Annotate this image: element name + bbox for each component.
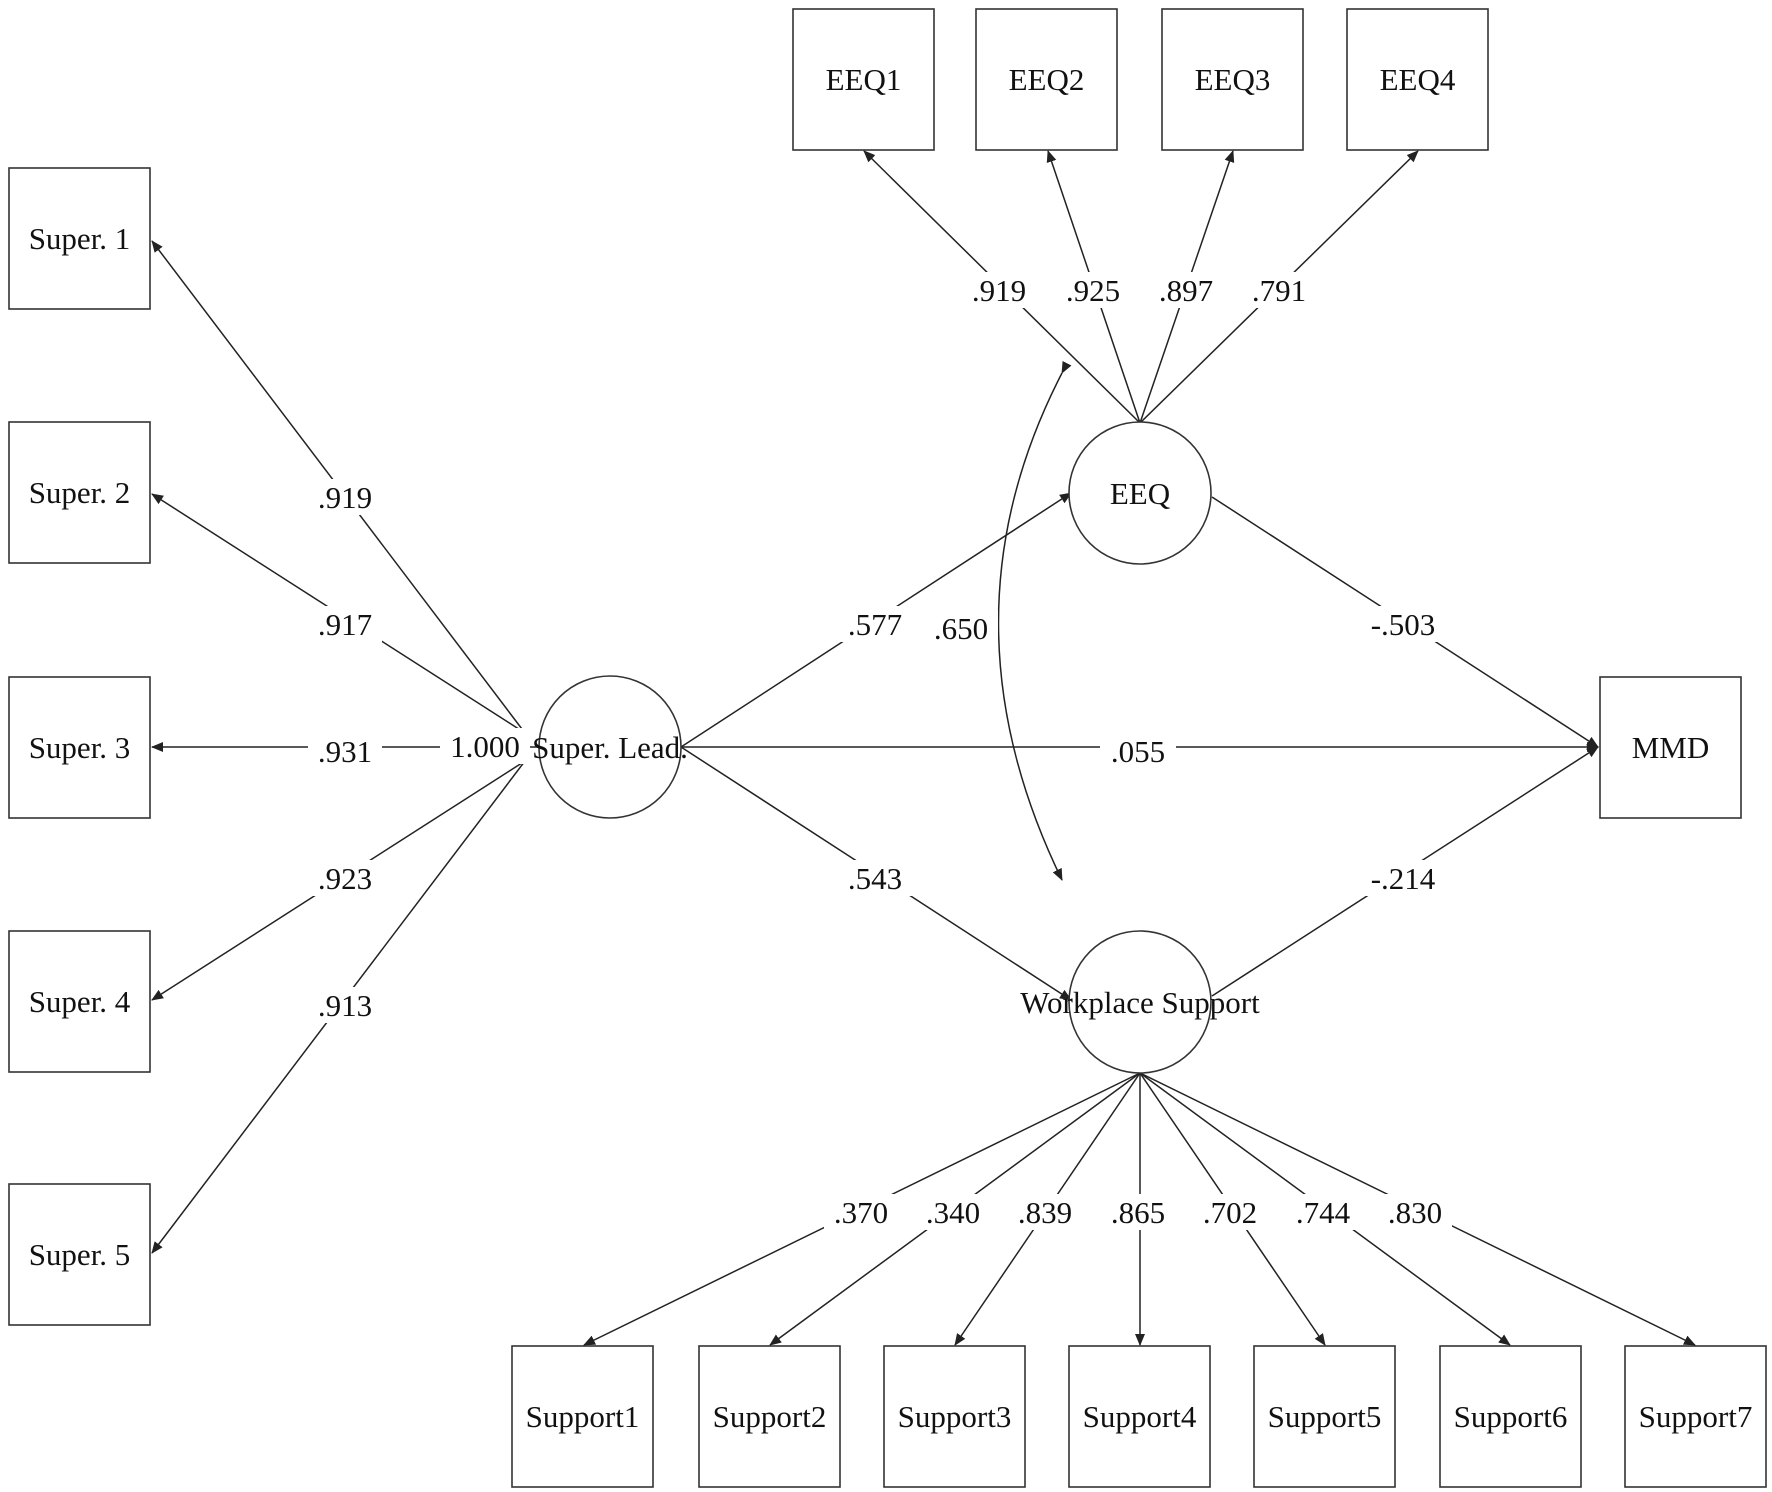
label-eeq-mmd: -.503 — [1371, 607, 1436, 642]
node-label: Super. 5 — [29, 1237, 131, 1272]
label-eeq-eeq3: .897 — [1159, 273, 1213, 308]
label-eeq-eeq2: .925 — [1066, 273, 1120, 308]
node-support1: Support1 — [511, 1345, 654, 1488]
node-label: Support7 — [1639, 1399, 1753, 1434]
node-workplace-support: Workplace Support — [1020, 930, 1260, 1074]
label-ws-support1: .370 — [834, 1195, 888, 1230]
label-ws-support2: .340 — [926, 1195, 980, 1230]
node-label: Workplace Support — [1020, 985, 1260, 1020]
node-support6: Support6 — [1439, 1345, 1582, 1488]
node-label: EEQ2 — [1009, 62, 1085, 97]
label-lead-eeq: .577 — [848, 607, 902, 642]
node-support2: Support2 — [698, 1345, 841, 1488]
label-ws-support4: .865 — [1111, 1195, 1165, 1230]
node-label: Support6 — [1454, 1399, 1568, 1434]
node-label: Super. 3 — [29, 730, 131, 765]
node-super5: Super. 5 — [8, 1183, 151, 1326]
node-eeq2: EEQ2 — [975, 8, 1118, 151]
node-eeq3: EEQ3 — [1161, 8, 1304, 151]
node-label: Super. 2 — [29, 475, 131, 510]
node-label: Support2 — [713, 1399, 827, 1434]
node-support4: Support4 — [1068, 1345, 1211, 1488]
label-lead-mmd: .055 — [1111, 734, 1165, 769]
node-label: EEQ1 — [826, 62, 902, 97]
node-support5: Support5 — [1253, 1345, 1396, 1488]
label-eeq-eeq4: .791 — [1252, 273, 1306, 308]
node-label: EEQ — [1110, 476, 1170, 511]
node-label: Super. 1 — [29, 221, 131, 256]
nodes: Super. 1 Super. 2 Super. 3 Super. 4 Supe… — [8, 8, 1767, 1488]
node-label: Support4 — [1083, 1399, 1197, 1434]
label-ws-mmd: -.214 — [1371, 861, 1436, 896]
edges — [151, 150, 1696, 1346]
label-lead-super1: .919 — [318, 480, 372, 515]
node-super2: Super. 2 — [8, 421, 151, 564]
node-super1: Super. 1 — [8, 167, 151, 310]
node-label: MMD — [1632, 730, 1710, 765]
node-label: EEQ4 — [1380, 62, 1456, 97]
node-label: Support1 — [526, 1399, 640, 1434]
node-support3: Support3 — [883, 1345, 1026, 1488]
node-super4: Super. 4 — [8, 930, 151, 1073]
label-ws-support3: .839 — [1018, 1195, 1072, 1230]
node-super-lead: Super. Lead. — [532, 675, 688, 819]
label-eeq-ws-covariance: .650 — [934, 611, 988, 646]
node-super3: Super. 3 — [8, 676, 151, 819]
node-label: Super. 4 — [29, 984, 131, 1019]
label-ws-support5: .702 — [1203, 1195, 1257, 1230]
node-eeq: EEQ — [1068, 421, 1212, 565]
node-mmd: MMD — [1599, 676, 1742, 819]
node-eeq1: EEQ1 — [792, 8, 935, 151]
label-lead-super3: .931 — [318, 734, 372, 769]
label-ws-support7: .830 — [1388, 1195, 1442, 1230]
label-lead-super4: .923 — [318, 861, 372, 896]
label-eeq-eeq1: .919 — [972, 273, 1026, 308]
edge-labels: .919 .917 .931 .923 .913 1.000 .577 .543… — [308, 272, 1452, 1230]
node-support7: Support7 — [1624, 1345, 1767, 1488]
label-lead-super2: .917 — [318, 607, 372, 642]
label-lead-ws: .543 — [848, 861, 902, 896]
label-ws-support6: .744 — [1296, 1195, 1351, 1230]
node-label: EEQ3 — [1195, 62, 1271, 97]
node-label: Support3 — [898, 1399, 1012, 1434]
edge-eeq-ws-covariance — [997, 360, 1072, 881]
label-lead-super5: .913 — [318, 988, 372, 1023]
node-label: Super. Lead. — [532, 730, 688, 765]
node-label: Support5 — [1268, 1399, 1382, 1434]
node-eeq4: EEQ4 — [1346, 8, 1489, 151]
label-lead-self: 1.000 — [450, 729, 520, 764]
